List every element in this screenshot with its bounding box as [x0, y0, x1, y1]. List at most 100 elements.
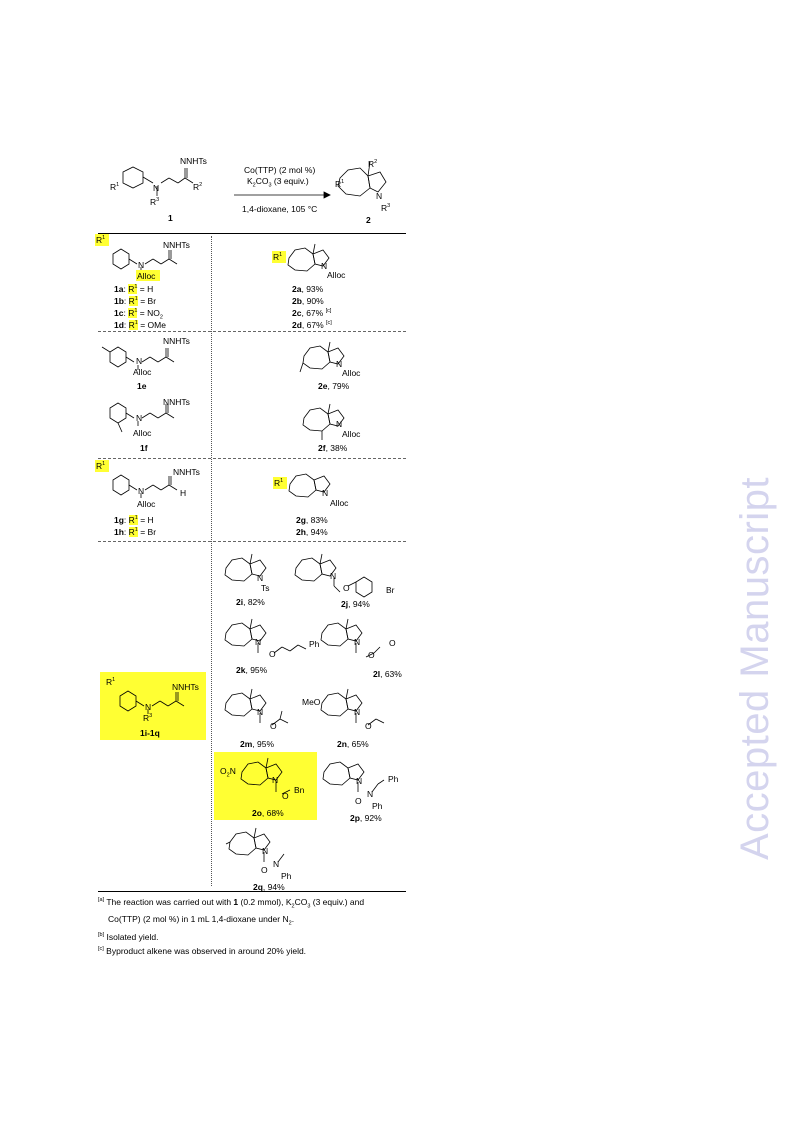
product-2j-n: N — [330, 571, 337, 581]
row3-prod-n: N — [336, 419, 343, 429]
reactant-nnhts: NNHTs — [180, 156, 207, 166]
product-2f-structure — [302, 403, 345, 440]
product-2m-n: N — [257, 707, 264, 717]
product-2o-o2n: O2N — [220, 766, 236, 779]
row3-prod-alloc: Alloc — [342, 429, 361, 439]
product-2m-structure — [224, 688, 289, 726]
substrate-1a: 1a: R1 = H — [114, 284, 154, 294]
product-2k-ph: Ph — [309, 639, 320, 649]
highlight-r1-row4 — [95, 460, 109, 472]
footnote-a: [a] The reaction was carried out with 1 … — [98, 896, 365, 910]
table-bottom-rule — [98, 891, 406, 892]
substrate-1i-1q: 1i-1q — [140, 728, 160, 738]
highlight-r1-prod-row1 — [272, 251, 286, 263]
row5-nnhts: NNHTs — [172, 682, 199, 692]
product-2n-structure — [320, 688, 385, 726]
row1-nnhts: NNHTs — [163, 240, 190, 250]
product-2q-n1: N — [262, 846, 269, 856]
product-2q-ph: Ph — [281, 871, 292, 881]
product-2e: 2e, 79% — [318, 381, 350, 391]
product-2n: 2n, 65% — [337, 739, 369, 749]
product-2n-o: O — [365, 721, 372, 731]
row3-n: N — [136, 413, 143, 423]
product-2j-structure — [294, 553, 373, 598]
product-2i-n: N — [257, 573, 264, 583]
row5-n: N — [145, 702, 152, 712]
row-divider-2 — [98, 458, 406, 459]
row4-alloc: Alloc — [137, 499, 156, 509]
row2-nnhts: NNHTs — [163, 336, 190, 346]
footnote-a-line2: Co(TTP) (2 mol %) in 1 mL 1,4-dioxane un… — [108, 913, 295, 927]
row5-r1: R1 — [106, 677, 116, 687]
product-2-structure — [337, 161, 387, 197]
product-n: N — [376, 191, 383, 201]
product-2d: 2d, 67% [c] — [292, 320, 332, 330]
footnote-b: [b] Isolated yield. — [98, 932, 159, 943]
product-2f: 2f, 38% — [318, 443, 348, 453]
product-2p-ph1: Ph — [388, 774, 399, 784]
product-2g-structure — [288, 473, 331, 498]
substrate-1f: 1f — [140, 443, 148, 453]
product-2l-n: N — [354, 637, 361, 647]
product-2i-structure — [224, 553, 267, 582]
reactant-r2: R2 — [193, 182, 203, 192]
substrate-1h: 1h: R1 = Br — [114, 527, 157, 537]
product-2m: 2m, 95% — [240, 739, 275, 749]
product-2o: 2o, 68% — [252, 808, 284, 818]
reactant-label: 1 — [168, 213, 173, 223]
substrate-1f-structure — [109, 402, 175, 433]
product-2j-o: O — [343, 583, 350, 593]
row1-alloc: Alloc — [137, 271, 156, 281]
product-2b: 2b, 90% — [292, 296, 324, 306]
product-2o-structure — [240, 757, 291, 795]
product-2p-o: O — [355, 796, 362, 806]
product-2o-o: O — [282, 791, 289, 801]
product-2q-structure — [225, 827, 285, 863]
row2-prod-n: N — [336, 359, 343, 369]
product-2l-o1: O — [368, 650, 375, 660]
product-2l-o2: O — [389, 638, 396, 648]
product-2m-o: O — [270, 721, 277, 731]
product-2i-ts: Ts — [261, 583, 270, 593]
table-top-rule — [98, 233, 406, 234]
row1-prod-r1: R1 — [273, 252, 283, 262]
product-2o-n: N — [272, 775, 279, 785]
product-2a: 2a, 93% — [292, 284, 324, 294]
product-2l-structure — [320, 618, 381, 658]
conditions-base: K2CO3 (3 equiv.) — [247, 176, 309, 189]
conditions-solvent: 1,4-dioxane, 105 °C — [242, 204, 318, 214]
row4-prod-n: N — [322, 488, 329, 498]
row2-n: N — [136, 356, 143, 366]
row1-r1: R1 — [96, 235, 106, 245]
product-r3: R3 — [381, 203, 391, 213]
product-2a-structure — [287, 243, 330, 272]
reactant-r1: R1 — [110, 182, 120, 192]
product-2p-n1: N — [356, 776, 363, 786]
row1-n: N — [138, 260, 145, 270]
product-2i: 2i, 82% — [236, 597, 265, 607]
row3-nnhts: NNHTs — [163, 397, 190, 407]
substrate-1c: 1c: R1 = NO2 — [114, 308, 163, 321]
highlight-r1-row1 — [95, 234, 109, 246]
row4-h: H — [180, 488, 187, 498]
highlight-product-2o — [214, 752, 317, 820]
product-2q: 2q, 94% — [253, 882, 285, 892]
substrate-1g-structure — [112, 474, 178, 498]
product-2q-n2: N — [273, 859, 280, 869]
product-2p-n2: N — [367, 789, 374, 799]
product-2g: 2g, 83% — [296, 515, 328, 525]
product-2p-structure — [322, 761, 385, 793]
footnotes: [a] The reaction was carried out with 1 … — [98, 894, 408, 957]
product-2p-ph2: Ph — [372, 801, 383, 811]
column-divider — [211, 236, 212, 886]
row-divider-3 — [98, 541, 406, 542]
reactant-1-structure — [122, 166, 194, 196]
product-label: 2 — [366, 215, 371, 225]
substrate-1g: 1g: R1 = H — [114, 515, 154, 525]
accepted-manuscript-watermark: Accepted Manuscript — [733, 476, 777, 860]
product-2p: 2p, 92% — [350, 813, 382, 823]
footnote-c: [c] Byproduct alkene was observed in aro… — [98, 945, 307, 956]
row4-n: N — [138, 486, 145, 496]
row1-prod-alloc: Alloc — [327, 270, 346, 280]
product-2k-n: N — [255, 637, 262, 647]
